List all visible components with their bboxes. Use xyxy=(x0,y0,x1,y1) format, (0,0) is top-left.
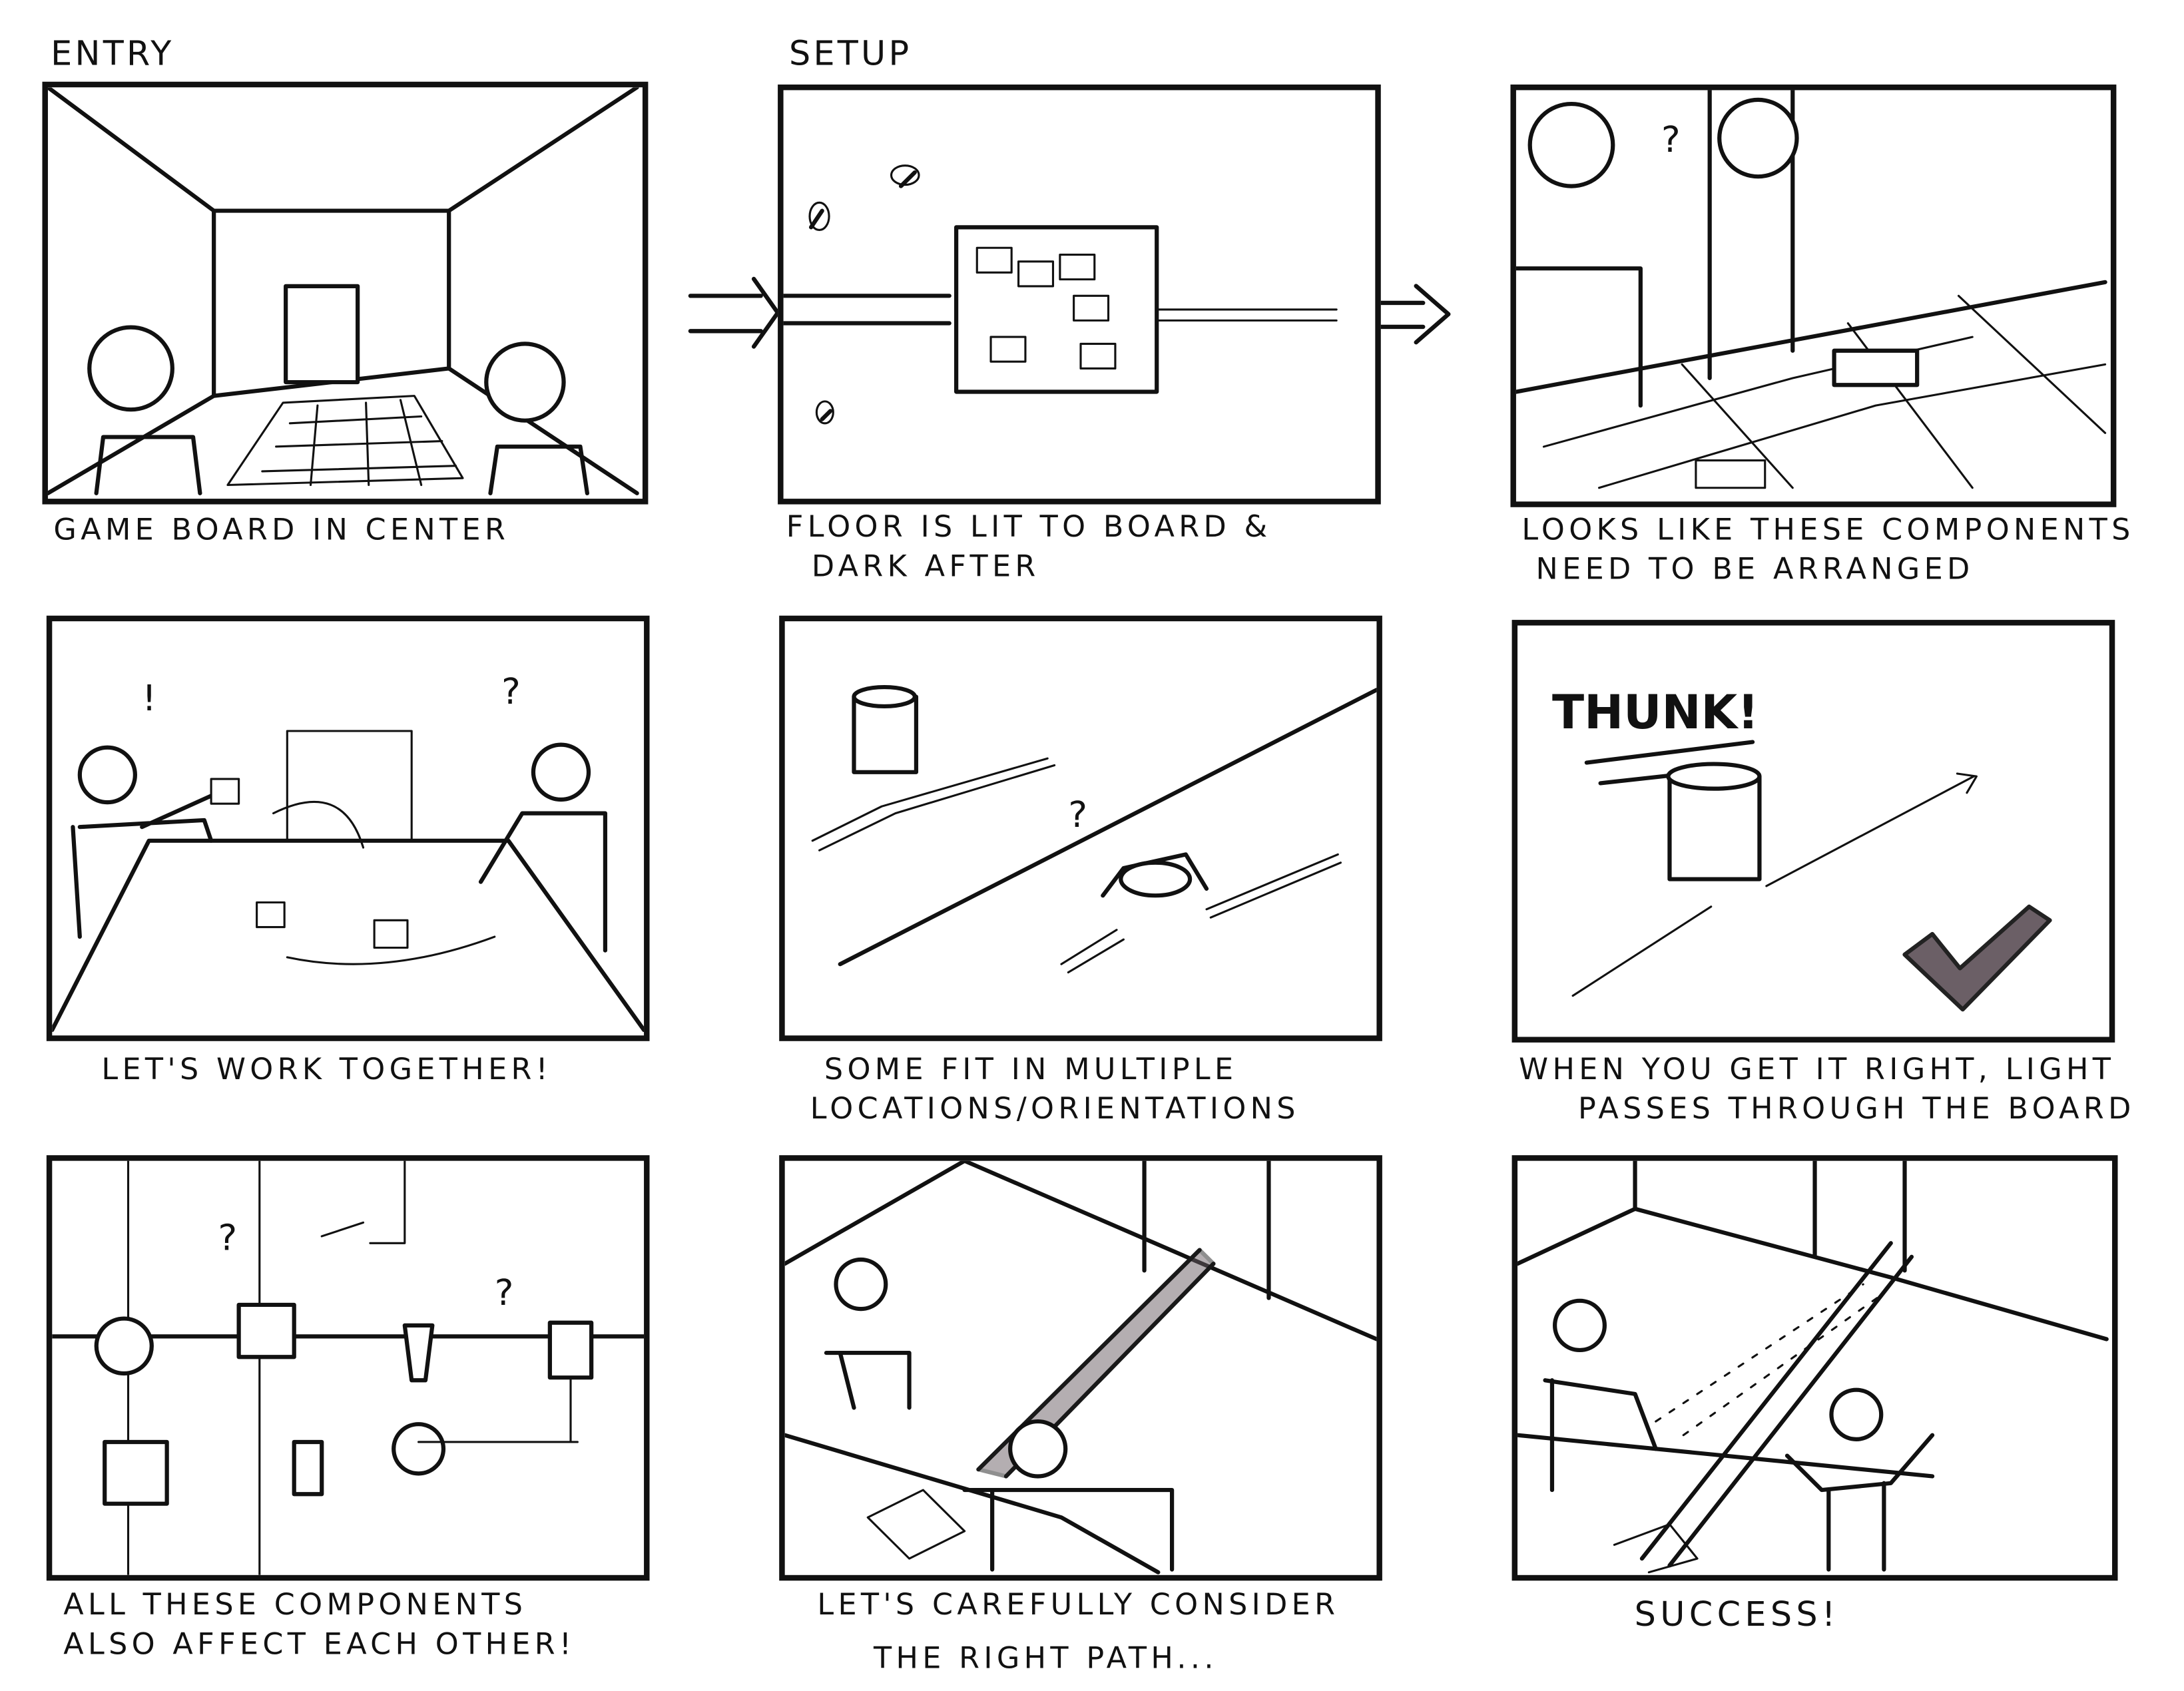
panel-7-caption: All these components also affect each ot… xyxy=(63,1587,576,1661)
checkmark-icon xyxy=(1902,904,2052,1012)
panel-3-caption: Looks like these components need to be a… xyxy=(1521,513,2135,587)
panel-6-caption: When you get it right, light passes thro… xyxy=(1519,1052,2135,1126)
section-label-setup: Setup xyxy=(789,33,912,74)
panel-entry-room xyxy=(42,81,649,505)
panel-5-caption: Some fit in multiple locations/orientati… xyxy=(810,1052,1300,1126)
panel-8-caption: Let's carefully consider the right path.… xyxy=(817,1587,1340,1676)
arrow-into-setup-icon xyxy=(688,276,780,349)
question-mark: ? xyxy=(1068,794,1087,836)
panel-1-caption: Game board in center xyxy=(53,513,510,547)
question-mark: ? xyxy=(501,670,521,712)
panel-thunk: THUNK! xyxy=(1511,620,2115,1043)
question-mark: ? xyxy=(495,1272,514,1314)
panel-9-caption: Success! xyxy=(1634,1594,1840,1634)
panel-work-together: ! ? xyxy=(46,615,650,1041)
panel-2-caption: Floor is lit to board & dark after xyxy=(786,510,1272,584)
section-label-entry: Entry xyxy=(51,33,174,74)
question-mark: ? xyxy=(1661,119,1681,160)
thunk-text: THUNK! xyxy=(1552,685,1759,740)
panel-components: ? xyxy=(1510,84,2117,507)
panel-multiple-fits: ? xyxy=(779,615,1382,1041)
panel-success xyxy=(1511,1155,2118,1581)
panel-affect-each-other: ? ? xyxy=(46,1155,650,1581)
panel-setup-board xyxy=(778,84,1381,505)
exclamation-mark: ! xyxy=(142,677,156,719)
panel-4-caption: Let's work together! xyxy=(101,1052,552,1087)
question-mark: ? xyxy=(218,1217,237,1259)
panel-consider-path xyxy=(779,1155,1382,1581)
